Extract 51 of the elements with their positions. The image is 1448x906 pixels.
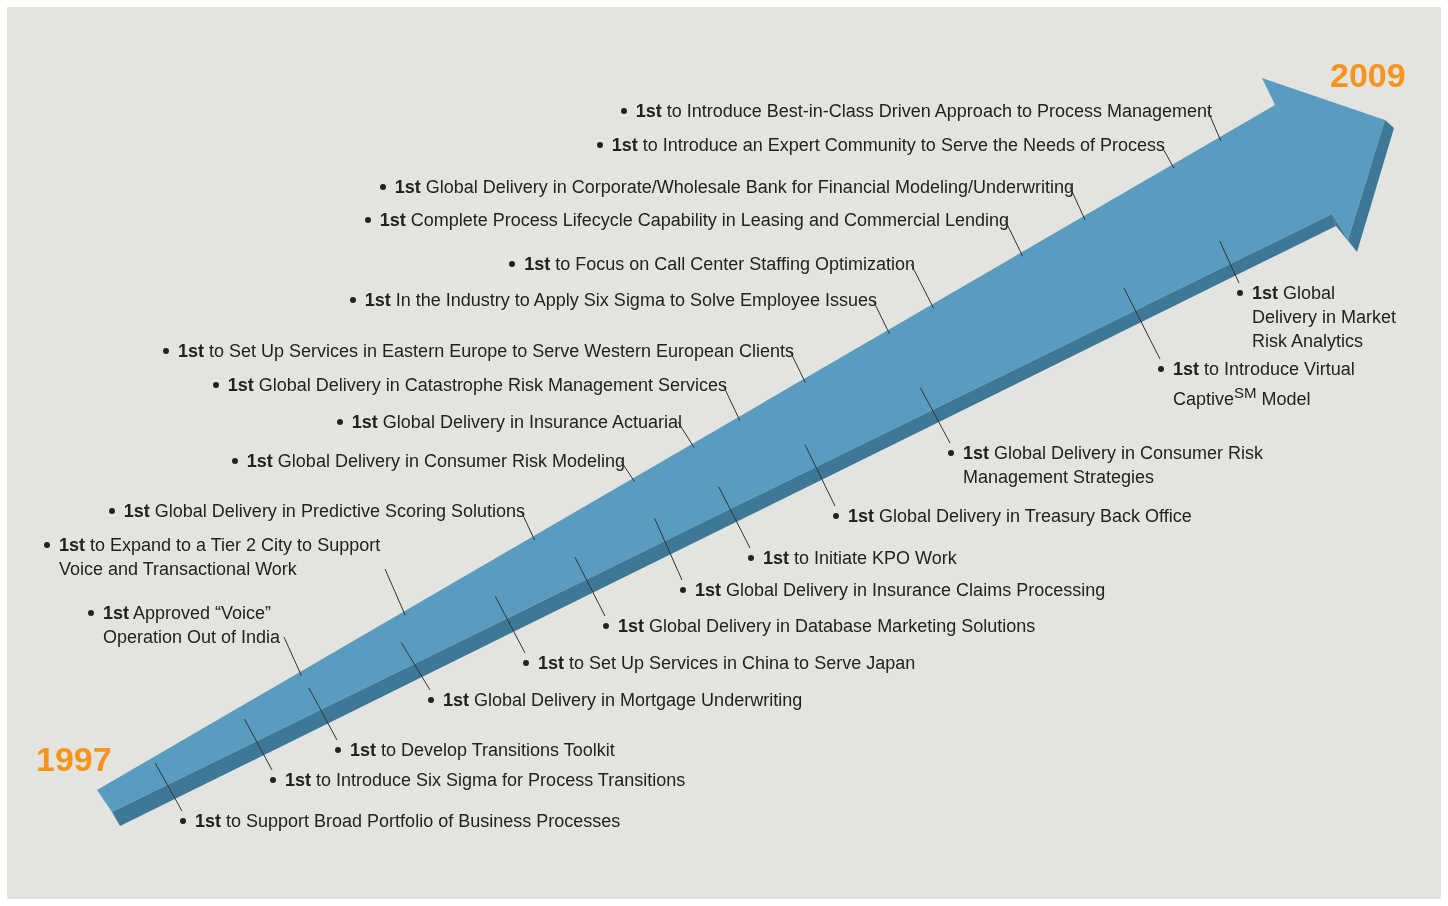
leader-line (1219, 240, 1240, 284)
leader-line (910, 263, 935, 309)
milestone-text: 1st Global Delivery in Treasury Back Office (848, 506, 1192, 526)
leader-line (494, 595, 526, 654)
leader-line (872, 299, 890, 335)
leader-line (1123, 287, 1161, 360)
leader-line (722, 384, 741, 422)
milestone-text: 1st to Introduce Best-in-Class Driven Approach to Process Management (635, 101, 1212, 121)
milestone-text: 1st Global Delivery in Insurance Actuarial (351, 412, 682, 432)
milestone-text: 1st to Introduce Virtual Captive$^{SM}$ Model (1173, 359, 1355, 409)
leader-line (804, 444, 836, 507)
year-label: 1997 (36, 740, 112, 779)
milestone-text: 1st to Focus on Call Center Staffing Optimization (524, 254, 915, 274)
milestone-text: 1st to Set Up Services in China to Serve Japan (538, 653, 916, 673)
milestone-text: 1st Global Delivery in Catastrophe Risk Management Services (227, 375, 727, 395)
leader-line (384, 568, 406, 616)
milestone-text: 1st to Develop Transitions Toolkit (350, 740, 615, 760)
leader-line (789, 350, 806, 384)
leader-line (154, 762, 183, 812)
milestone-text: 1st Global Delivery in Consumer Risk Management Strategies (963, 443, 1264, 487)
leader-line (308, 687, 338, 741)
leader-line (244, 718, 273, 771)
milestone-text: 1st to Support Broad Portfolio of Business Processes (195, 811, 621, 831)
milestone-text: 1st Global Delivery in Insurance Claims Processing (695, 580, 1106, 600)
milestone-text: 1st Global Delivery in Database Marketing Solutions (618, 616, 1036, 636)
milestone-text: 1st to Introduce Six Sigma for Process Transitions (285, 770, 686, 790)
leader-line (654, 517, 683, 581)
leader-line (574, 556, 606, 617)
leader-line (1207, 110, 1222, 142)
milestone-text: 1st Complete Process Lifecycle Capability in Leasing and Commercial Lending (379, 210, 1009, 230)
leader-line (919, 387, 951, 444)
year-label: 2009 (1330, 56, 1406, 95)
milestone-text: 1st Global Delivery in Market Risk Analytics (1252, 283, 1397, 351)
milestone-text: 1st to Introduce an Expert Community to Serve the Needs of Process (611, 135, 1165, 155)
leader-line (520, 510, 536, 541)
leader-line (718, 486, 751, 549)
milestone-text: 1st Approved “Voice” Operation Out of India (103, 603, 281, 647)
milestone-text: 1st to Set Up Services in Eastern Europe to Serve Western European Clients (178, 341, 794, 361)
leader-line (620, 460, 636, 483)
milestone-text: 1st Global Delivery in Consumer Risk Modeling (246, 451, 625, 471)
milestone-text: 1st Global Delivery in Mortgage Underwriting (443, 690, 803, 710)
milestone-text: 1st to Expand to a Tier 2 City to Support Voice and Transactional Work (59, 535, 381, 579)
leader-line (1069, 186, 1086, 221)
leader-line (1004, 219, 1024, 257)
leader-line (400, 642, 431, 691)
milestone-text: 1st Global Delivery in Predictive Scoring Solutions (123, 501, 525, 521)
leader-line (283, 636, 302, 677)
milestone-text: 1st In the Industry to Apply Six Sigma to Solve Employee Issues (364, 290, 877, 310)
milestone-text: 1st Global Delivery in Corporate/Wholesale Bank for Financial Modeling/Underwriting (394, 177, 1074, 197)
leader-line (677, 421, 695, 448)
milestone-text: 1st to Initiate KPO Work (763, 548, 957, 568)
